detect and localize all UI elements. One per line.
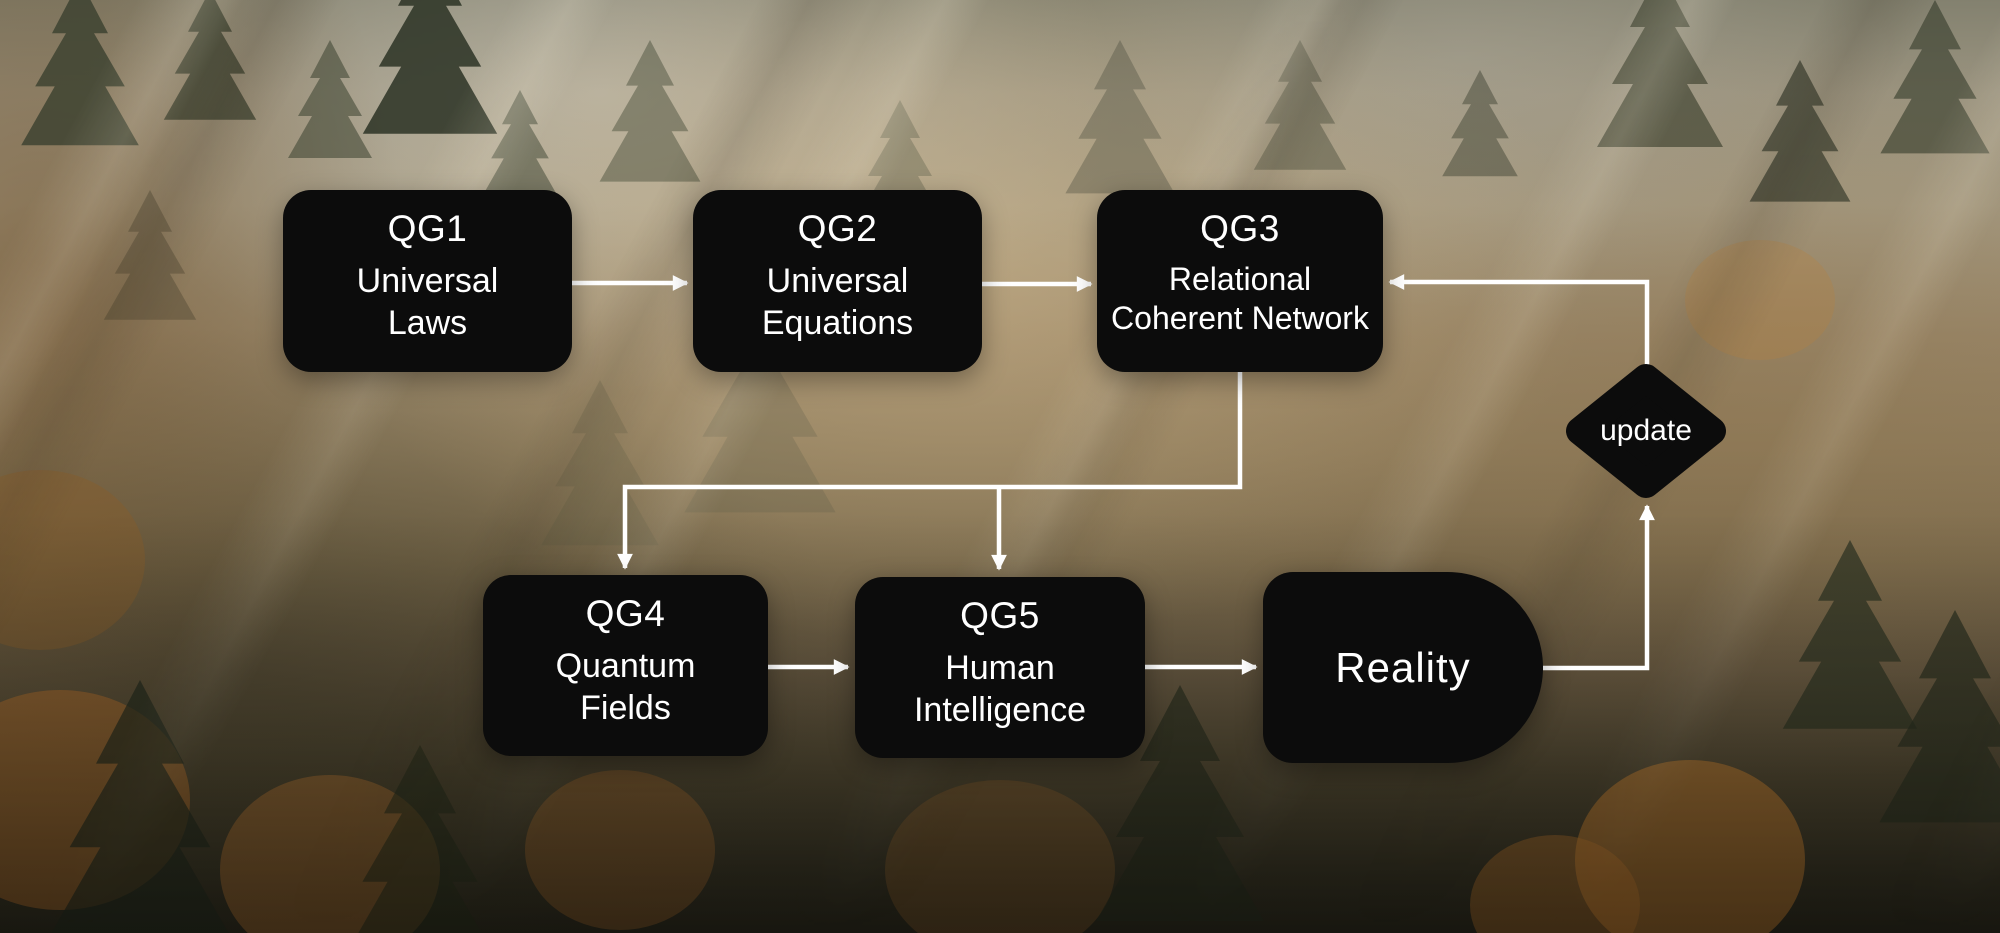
- node-qg3-title: QG3: [1200, 208, 1280, 249]
- node-qg4-body: Quantum Fields: [555, 646, 696, 727]
- node-qg2-body: Universal Equations: [761, 261, 914, 342]
- arrow-reality-to-update: [1543, 504, 1655, 671]
- node-qg4: QG4 Quantum Fields: [483, 575, 768, 756]
- arrow-qg3-to-qg4: [617, 372, 1243, 570]
- node-qg2: QG2 Universal Equations: [693, 190, 982, 372]
- node-reality: Reality: [1263, 572, 1543, 763]
- node-qg5-title: QG5: [960, 595, 1040, 636]
- node-reality-label: Reality: [1335, 643, 1471, 691]
- node-qg1-body: Universal Laws: [356, 261, 499, 342]
- node-qg4-title: QG4: [585, 593, 666, 634]
- node-qg5-body: Human Intelligence: [913, 648, 1086, 729]
- node-qg5: QG5 Human Intelligence: [855, 577, 1145, 758]
- node-qg1-title: QG1: [387, 208, 468, 249]
- update-decision-label: update: [1600, 414, 1692, 447]
- node-qg1: QG1 Universal Laws: [283, 190, 572, 372]
- node-qg3-body: Relational Coherent Network: [1111, 260, 1369, 337]
- node-qg2-title: QG2: [797, 208, 878, 249]
- arrow-update-to-qg3: [1388, 274, 1650, 366]
- node-qg3: QG3 Relational Coherent Network: [1097, 190, 1383, 372]
- update-decision-diamond: [1566, 364, 1726, 498]
